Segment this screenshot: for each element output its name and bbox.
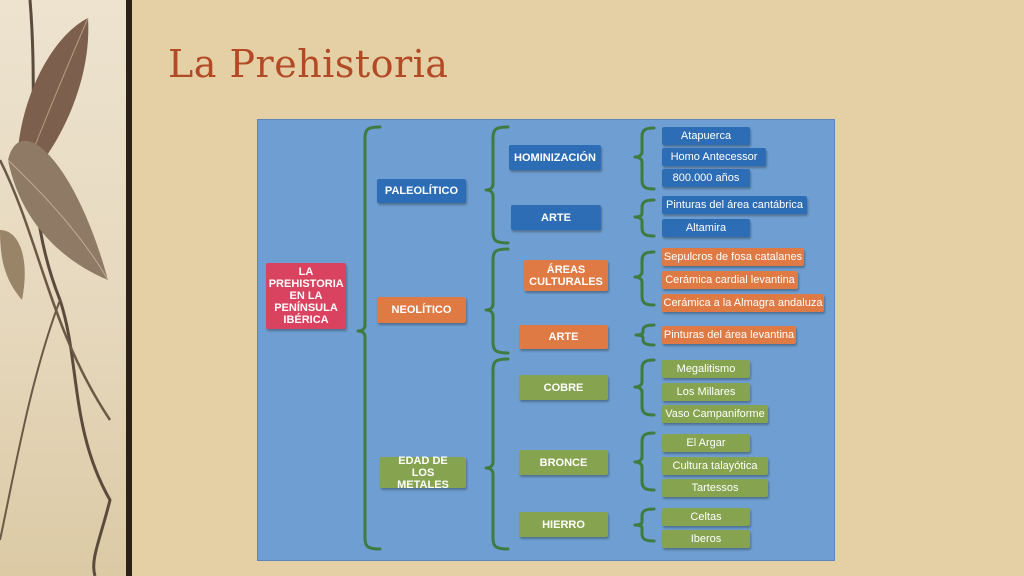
concept-map: LA PREHISTORIA EN LA PENÍNSULA IBÉRICA P… xyxy=(257,119,835,561)
brace-root xyxy=(356,125,382,551)
leaf-branch-illustration xyxy=(0,0,112,576)
brace-bronce xyxy=(633,431,656,492)
topic-arte-neolitico: ARTE xyxy=(519,325,608,349)
item-tartessos: Tartessos xyxy=(662,479,768,497)
item-pinturas-area-cantabrica: Pinturas del área cantábrica xyxy=(662,196,807,214)
item-vaso-campaniforme: Vaso Campaniforme xyxy=(662,405,768,423)
brace-hominizacion xyxy=(633,126,656,191)
item-altamira: Altamira xyxy=(662,219,750,237)
branch-twig xyxy=(0,159,112,421)
brace-metales xyxy=(484,357,510,551)
period-neolitico: NEOLÍTICO xyxy=(377,297,466,323)
decorative-sidebar xyxy=(0,0,126,576)
period-paleolitico: PALEOLÍTICO xyxy=(377,179,466,203)
sidebar-divider xyxy=(126,0,132,576)
root-node: LA PREHISTORIA EN LA PENÍNSULA IBÉRICA xyxy=(266,263,346,329)
topic-areas-culturales: ÁREAS CULTURALES xyxy=(524,260,608,291)
item-los-millares: Los Millares xyxy=(662,383,750,401)
item-megalitismo: Megalitismo xyxy=(662,360,750,378)
brace-arte-neolitico xyxy=(634,323,656,347)
item-pinturas-area-levantina: Pinturas del área levantina xyxy=(662,326,796,344)
item-homo-antecessor: Homo Antecessor xyxy=(662,148,766,166)
branch-twig-2 xyxy=(0,299,61,541)
item-celtas: Celtas xyxy=(662,508,750,526)
slide-title: La Prehistoria xyxy=(168,42,449,86)
brace-arte-paleolitico xyxy=(633,198,656,238)
item-800000-anos: 800.000 años xyxy=(662,169,750,187)
topic-cobre: COBRE xyxy=(519,375,608,400)
leaf-middle xyxy=(8,140,108,280)
item-sepulcros-fosa-catalanes: Sepulcros de fosa catalanes xyxy=(662,248,804,266)
item-el-argar: El Argar xyxy=(662,434,750,452)
topic-hominizacion: HOMINIZACIÓN xyxy=(509,145,601,170)
concept-map-braces xyxy=(356,125,656,551)
item-atapuerca: Atapuerca xyxy=(662,127,750,145)
leaf-middle-vein xyxy=(7,159,109,281)
leaf-small xyxy=(0,230,25,300)
item-cultura-talayotica: Cultura talayótica xyxy=(662,457,768,475)
item-iberos: Iberos xyxy=(662,530,750,548)
topic-hierro: HIERRO xyxy=(519,512,608,537)
topic-arte-paleolitico: ARTE xyxy=(511,205,601,230)
brace-areas-culturales xyxy=(633,250,656,307)
topic-bronce: BRONCE xyxy=(519,450,608,475)
brace-hierro xyxy=(633,507,656,543)
period-edad-de-los-metales: EDAD DE LOS METALES xyxy=(380,455,466,491)
brace-neolitico xyxy=(484,247,510,355)
item-ceramica-almagra-andaluza: Cerámica a la Almagra andaluza xyxy=(662,294,824,312)
brace-paleolitico xyxy=(484,125,510,245)
brace-cobre xyxy=(633,358,656,417)
item-ceramica-cardial-levantina: Cerámica cardial levantina xyxy=(662,271,798,289)
